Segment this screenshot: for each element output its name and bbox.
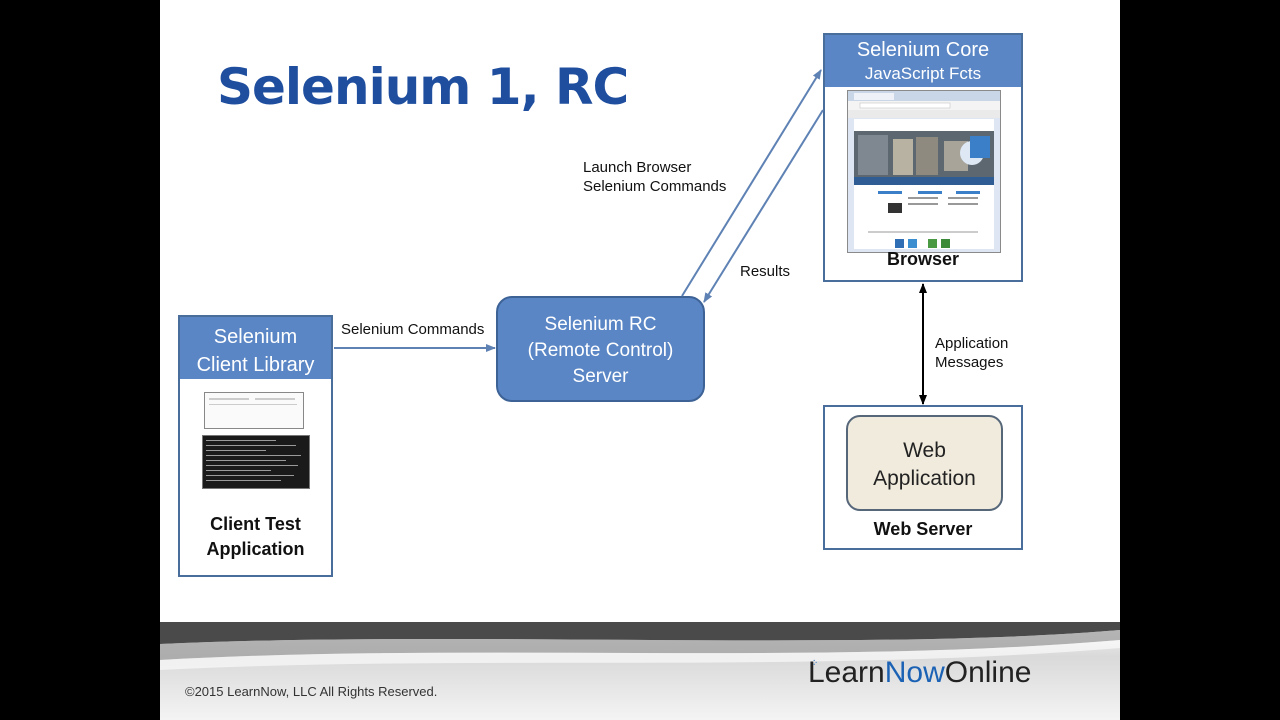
rc-server-line2: (Remote Control) [527, 340, 674, 361]
web-server-node: Web Application Web Server [823, 405, 1023, 550]
selenium-rc-server-node: Selenium RC (Remote Control) Server [496, 296, 705, 402]
label-client-to-rc: Selenium Commands [341, 321, 485, 338]
client-caption: Client Test Application [180, 512, 331, 562]
client-caption-line1: Client Test [210, 514, 301, 534]
label-results: Results [740, 263, 791, 280]
logo-dots-icon: ⁘ [810, 658, 819, 669]
slide-title: Selenium 1, RC [217, 58, 629, 116]
web-server-caption: Web Server [873, 519, 973, 539]
label-application: Application [935, 335, 1009, 352]
client-window-thumbnail [204, 392, 304, 429]
client-caption-line2: Application [206, 539, 305, 559]
browser-node: Selenium Core JavaScript Fcts [823, 33, 1023, 282]
client-console-thumbnail [202, 435, 310, 489]
rc-server-line3: Server [572, 366, 629, 387]
label-launch-browser: Launch Browser [583, 159, 692, 176]
client-library-header: Selenium Client Library [180, 317, 331, 379]
slide-footer: ⁘ LearnNowOnline ©2015 LearnNow, LLC All… [160, 622, 1120, 720]
label-messages: Messages [935, 354, 1004, 371]
logo-online: Online [944, 656, 1032, 689]
browser-caption: Browser [886, 249, 960, 269]
arrow-browser-to-rc [703, 109, 824, 303]
selenium-core-title: Selenium Core [856, 39, 990, 61]
logo-learn: Learn [808, 656, 885, 689]
logo-now: Now [884, 656, 945, 689]
slide: Selenium 1, RC Selenium Client Library C… [160, 0, 1120, 720]
selenium-core-header: Selenium Core JavaScript Fcts [825, 35, 1021, 87]
client-header-line2: Client Library [196, 354, 315, 376]
footer-swoosh [160, 622, 1120, 670]
browser-screenshot-thumbnail [847, 90, 1001, 253]
web-application-node: Web Application [846, 415, 1003, 511]
client-header-line1: Selenium [213, 326, 298, 348]
selenium-core-subtitle: JavaScript Fcts [864, 64, 982, 83]
copyright-notice: ©2015 LearnNow, LLC All Rights Reserved. [185, 684, 438, 699]
arrow-rc-to-browser [681, 69, 822, 297]
client-library-node: Selenium Client Library Client Test Appl… [178, 315, 333, 577]
web-app-line2: Application [873, 467, 976, 490]
rc-server-line1: Selenium RC [544, 314, 657, 335]
learnnowonline-logo: LearnNowOnline [808, 656, 1031, 690]
connector-arrows [334, 69, 927, 405]
label-selenium-commands: Selenium Commands [583, 178, 727, 195]
web-app-line1: Web [903, 439, 946, 462]
